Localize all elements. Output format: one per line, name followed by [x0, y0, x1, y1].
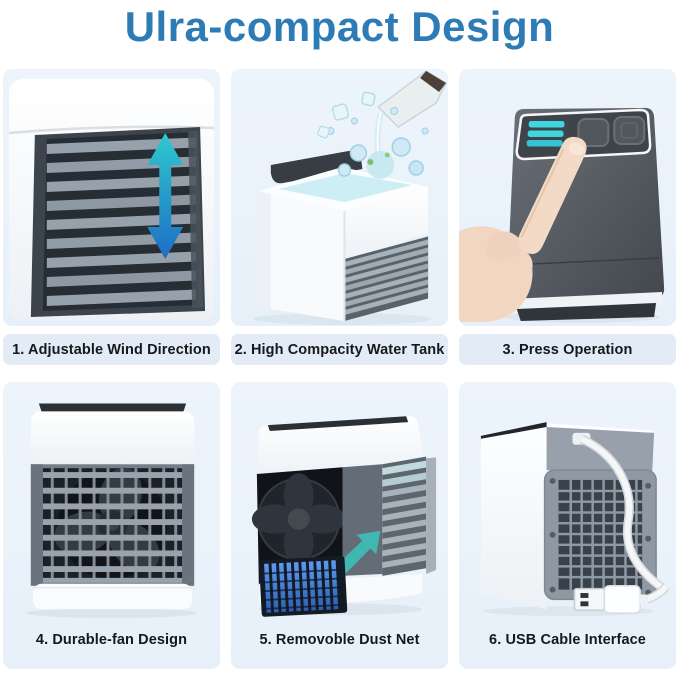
grille-grid [42, 468, 183, 583]
feature-caption-6: 6. USB Cable Interface [459, 619, 676, 669]
louver-slats [46, 137, 197, 306]
dust-net-illustration [251, 416, 437, 617]
feature-caption-5: 5. Removoble Dust Net [231, 619, 448, 669]
front-louvers [344, 236, 429, 321]
feature-caption-2: 2. High Compacity Water Tank [231, 334, 448, 365]
feature-caption-text: 1. Adjustable Wind Direction [12, 341, 211, 358]
feature-caption-text: 2. High Compacity Water Tank [234, 341, 445, 358]
left-white-face [480, 427, 547, 610]
internal-fan [251, 473, 346, 566]
feature-cell-durable-fan: 4. Durable-fan Design [3, 382, 220, 669]
photo-durable-fan: 4. Durable-fan Design [3, 382, 220, 669]
bottle-cap [420, 71, 447, 92]
feature-cell-wind-direction: 1. Adjustable Wind Direction [3, 69, 220, 365]
power-button [577, 118, 610, 147]
panel-screws [549, 477, 652, 596]
photo-press-operation [459, 69, 676, 326]
feature-grid: 1. Adjustable Wind Direction [0, 69, 679, 669]
splash [326, 107, 429, 179]
water-tank-illustration [252, 70, 447, 325]
up-down-arrow-icon [147, 133, 184, 259]
speed-button [613, 116, 646, 145]
feature-caption-1: 1. Adjustable Wind Direction [3, 334, 220, 365]
side-louvers [382, 456, 427, 576]
adjustable-wind-direction-illustration [8, 79, 215, 321]
press-operation-illustration [459, 107, 665, 323]
blue-dust-filter [259, 555, 348, 617]
feature-caption-text: 6. USB Cable Interface [489, 632, 646, 648]
frame-right [182, 464, 195, 586]
leaf-bit [367, 159, 374, 165]
photo-usb-cable: 6. USB Cable Interface [459, 382, 676, 669]
feature-cell-water-tank: 2. High Compacity Water Tank [231, 69, 448, 365]
durable-fan-art-wrap [3, 382, 220, 619]
body-seam [8, 125, 215, 135]
feature-cell-press-operation: 3. Press Operation [459, 69, 676, 365]
left-face-shade [258, 191, 271, 309]
surface-seam [510, 257, 660, 266]
feature-caption-text: 4. Durable-fan Design [35, 632, 188, 648]
feature-cell-dust-net: 5. Removoble Dust Net [231, 382, 448, 669]
photo-dust-net: 5. Removoble Dust Net [231, 382, 448, 669]
right-pillar [426, 457, 437, 574]
white-top [256, 416, 425, 475]
feature-caption-3: 3. Press Operation [459, 334, 676, 365]
left-face [258, 191, 345, 321]
usb-plug-icon [573, 584, 649, 614]
pressing-hand [459, 136, 587, 322]
feature-caption-4: 4. Durable-fan Design [3, 619, 220, 669]
white-base [32, 583, 193, 610]
ice-cubes [317, 91, 376, 139]
photo-water-tank [231, 69, 448, 326]
water-surface [278, 173, 413, 202]
feature-caption-text: 5. Removoble Dust Net [259, 632, 420, 648]
front-white-band [344, 187, 429, 259]
frame-left [30, 464, 43, 586]
usb-cable-art-wrap [459, 382, 676, 619]
led-indicator-bars [526, 121, 565, 147]
photo-adjustable-wind-direction [3, 69, 220, 326]
feature-caption-text: 3. Press Operation [502, 341, 633, 358]
durable-fan-illustration [25, 403, 198, 619]
feature-row-1: 1. Adjustable Wind Direction [3, 69, 676, 365]
feature-row-2: 4. Durable-fan Design [3, 382, 676, 669]
leaf-bit-2 [384, 152, 390, 158]
upper-white-band [30, 411, 195, 467]
usb-cable-illustration [480, 422, 670, 617]
flipped-lid [270, 150, 363, 184]
louver-right-shadow [188, 131, 204, 308]
top-dark-edge [267, 416, 409, 431]
dust-net-art-wrap [231, 382, 448, 619]
shadow [25, 608, 198, 619]
speed-button-inner [620, 122, 638, 139]
page-title: Ulra-compact Design [124, 3, 555, 50]
feature-cell-usb-cable: 6. USB Cable Interface [459, 382, 676, 669]
